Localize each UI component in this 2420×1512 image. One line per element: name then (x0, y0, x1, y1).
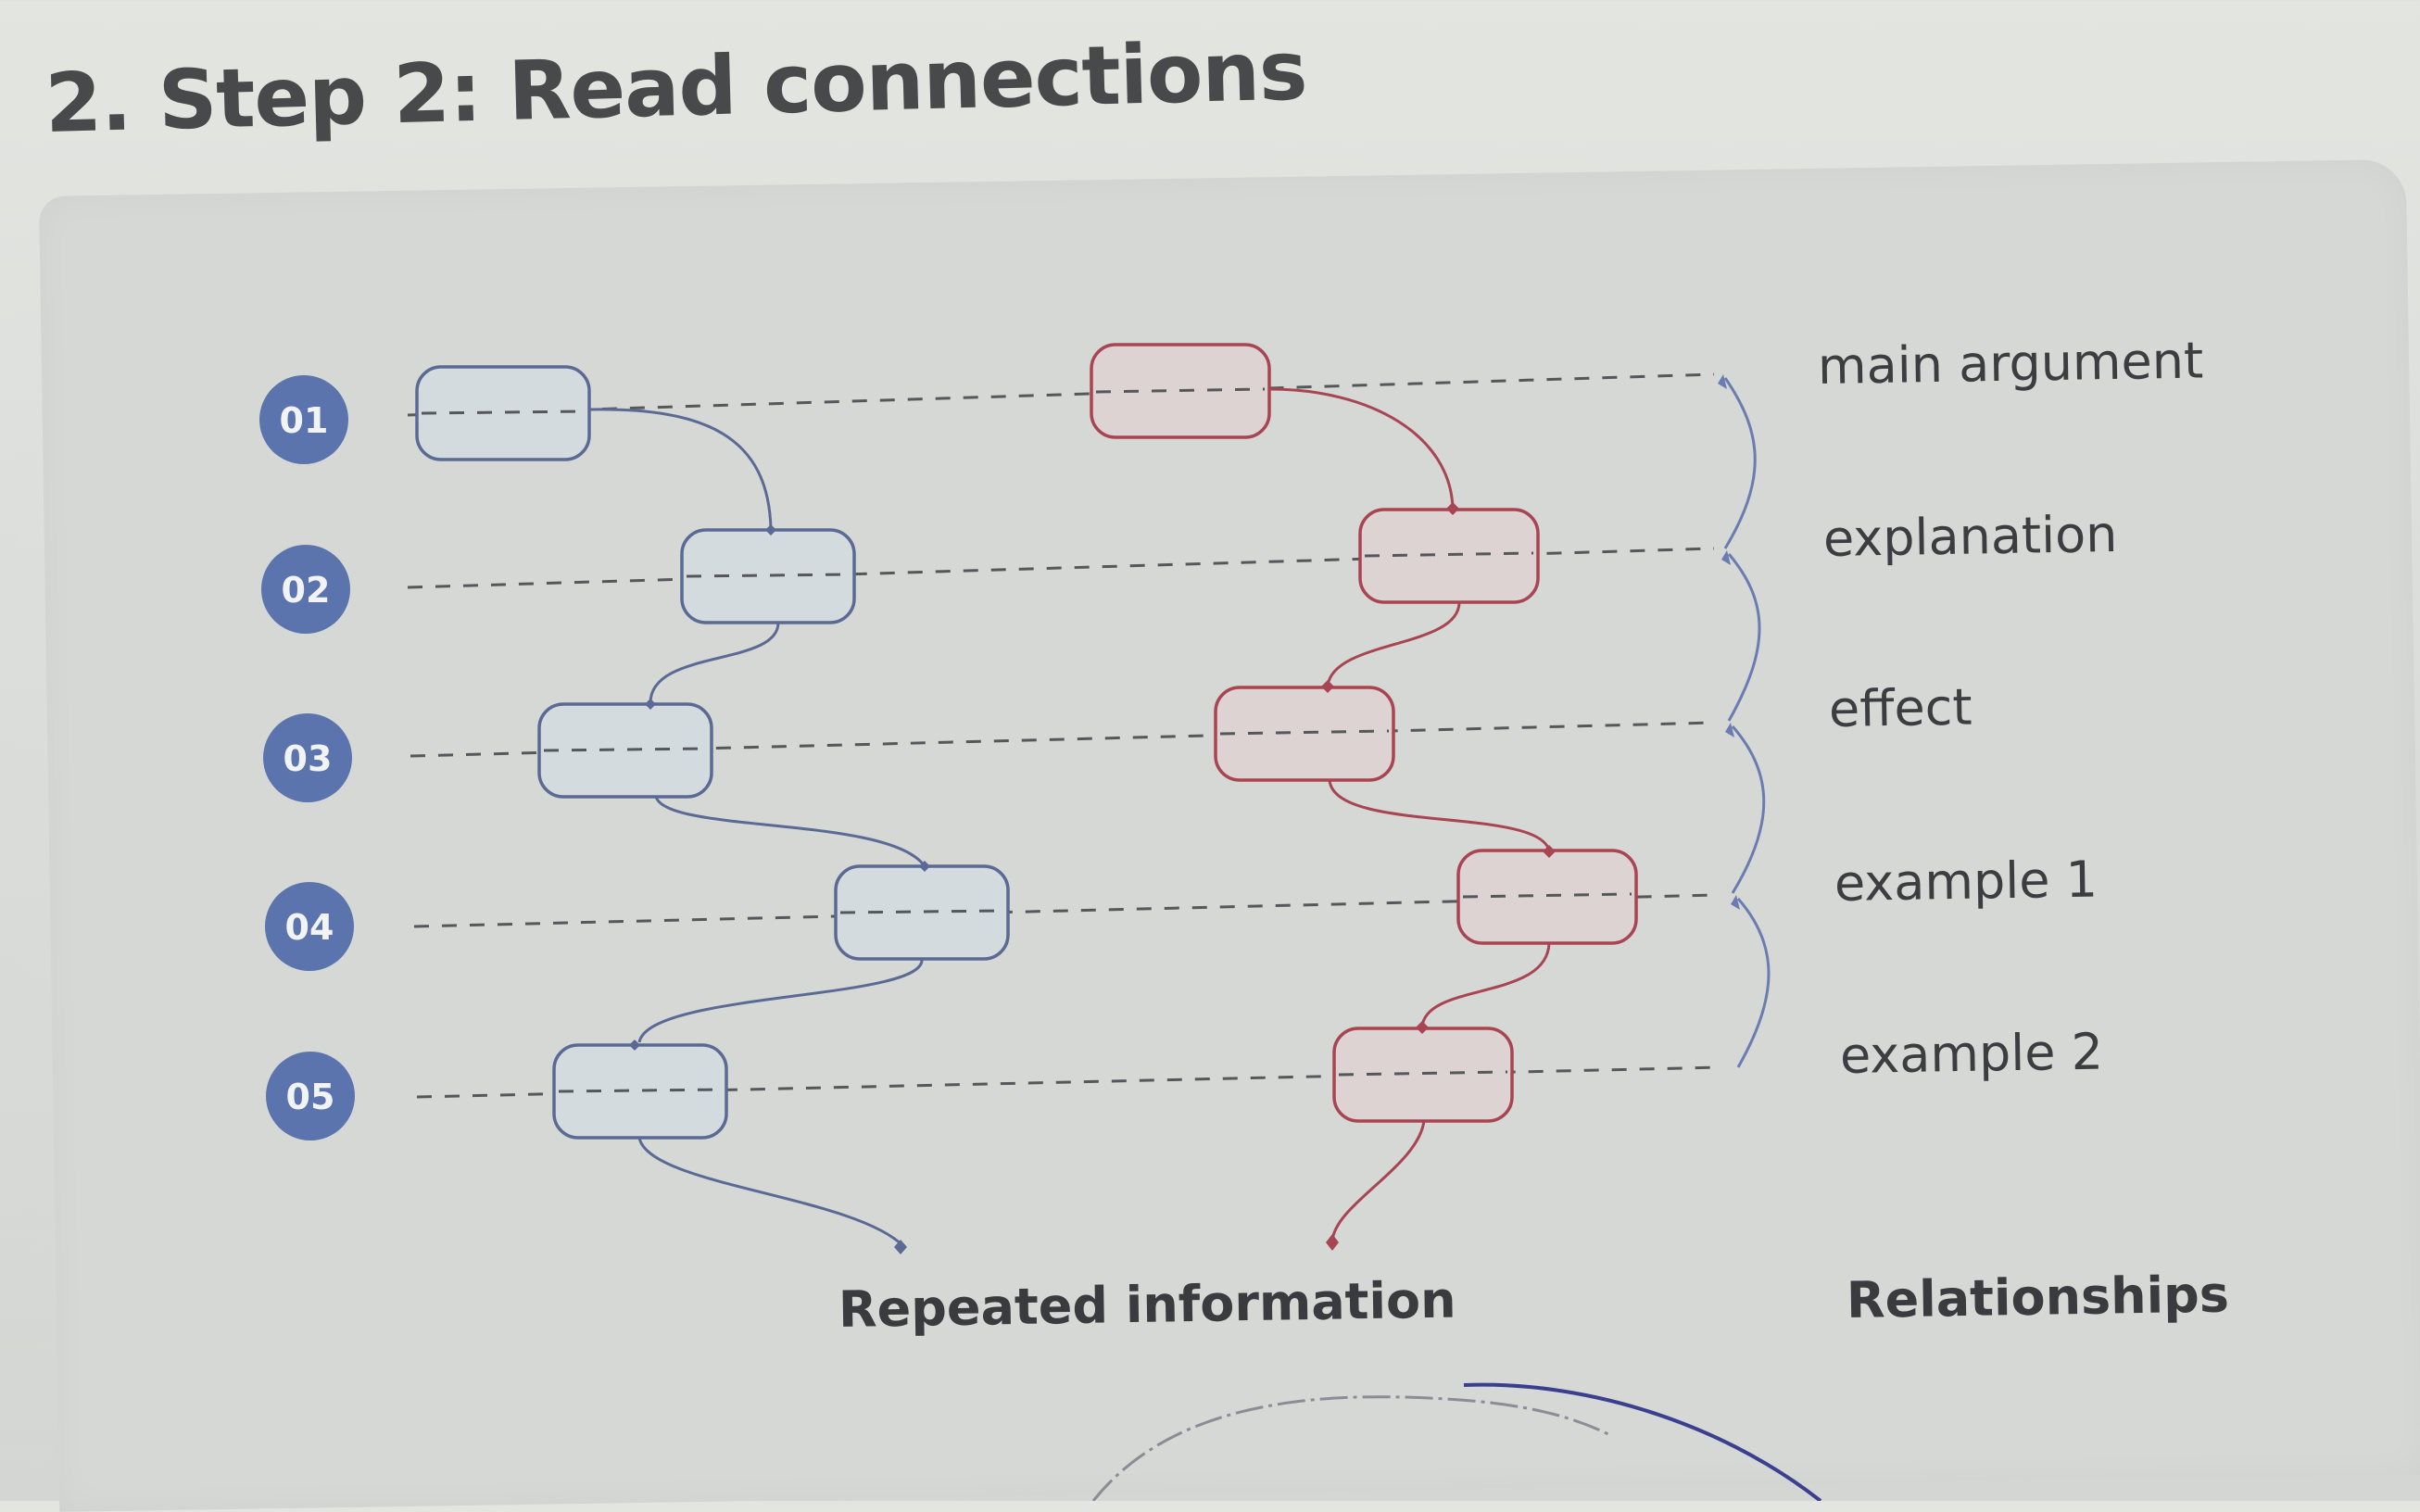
blue-box-04 (834, 864, 1010, 961)
repeated-information-label: Repeated information (838, 1270, 1456, 1339)
svg-text:04: 04 (285, 907, 334, 948)
blue-box-01 (415, 365, 591, 461)
relationship-label-explanation: explanation (1822, 505, 2118, 568)
badge-02: 02 (261, 545, 350, 634)
blue-box-02 (680, 528, 856, 624)
relationship-arcs (1723, 377, 1771, 1068)
relationship-label-example-2: example 2 (1839, 1022, 2104, 1085)
blue-chain (589, 408, 926, 1248)
pen-mark (1091, 1382, 1822, 1501)
svg-text:03: 03 (284, 738, 333, 779)
badge-04: 04 (265, 882, 354, 971)
guide-line-03 (410, 721, 1715, 758)
svg-text:01: 01 (280, 400, 329, 441)
blue-box-05 (552, 1043, 728, 1140)
svg-text:02: 02 (282, 570, 331, 611)
svg-text:05: 05 (286, 1077, 335, 1117)
arrowhead-icons (1718, 374, 1740, 910)
blue-box-03 (537, 702, 713, 799)
red-boxes (1090, 343, 1638, 1123)
badge-03: 03 (263, 713, 352, 802)
red-box-dashes (1095, 387, 1632, 1077)
badge-01: 01 (259, 375, 348, 464)
red-chain-end-icon (1326, 1234, 1339, 1251)
relationships-label: Relationships (1846, 1265, 2230, 1329)
relationship-label-effect: effect (1828, 677, 1973, 738)
relationship-label-main-argument: main argument (1817, 331, 2204, 396)
number-badges: 01 02 03 04 05 (259, 375, 355, 1140)
red-chain (1268, 387, 1551, 1242)
red-connector-dots (1321, 502, 1556, 1251)
guide-line-01 (407, 372, 1715, 417)
badge-05: 05 (266, 1052, 355, 1140)
relationship-label-example-1: example 1 (1834, 850, 2099, 913)
blue-connector-dots (629, 524, 930, 1254)
blue-chain-end-icon (894, 1240, 907, 1254)
